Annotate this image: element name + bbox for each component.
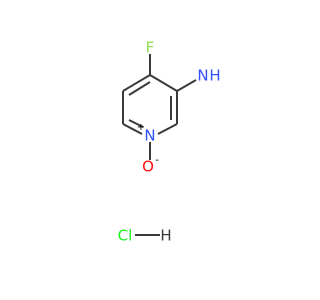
bond-c5-c4-inner [128, 81, 151, 96]
fluorine-label: F [146, 39, 155, 57]
structure-canvas: F N H N + O - Cl H [118, 39, 221, 245]
ring-n-label: N [144, 127, 155, 145]
oxide-o-label: O [142, 158, 154, 176]
amine-h-label: H [209, 67, 220, 85]
bond-c5-c4 [122, 74, 151, 92]
bond-c2-n1 [157, 123, 178, 135]
amine-n-label: N [197, 67, 208, 85]
bond-n1-c6-inner [128, 119, 144, 128]
bond-c3-n [176, 79, 197, 92]
bond-c4-c3 [149, 74, 178, 92]
ring-bonds [122, 74, 178, 135]
salt-cl-label: Cl [118, 227, 133, 245]
molecule-structure: F N H N + O - Cl H [118, 39, 221, 245]
ring-n-charge: + [137, 122, 145, 133]
oxide-o-charge: - [155, 155, 159, 166]
salt-h-label: H [160, 227, 171, 245]
bond-n1-c6 [122, 123, 143, 135]
